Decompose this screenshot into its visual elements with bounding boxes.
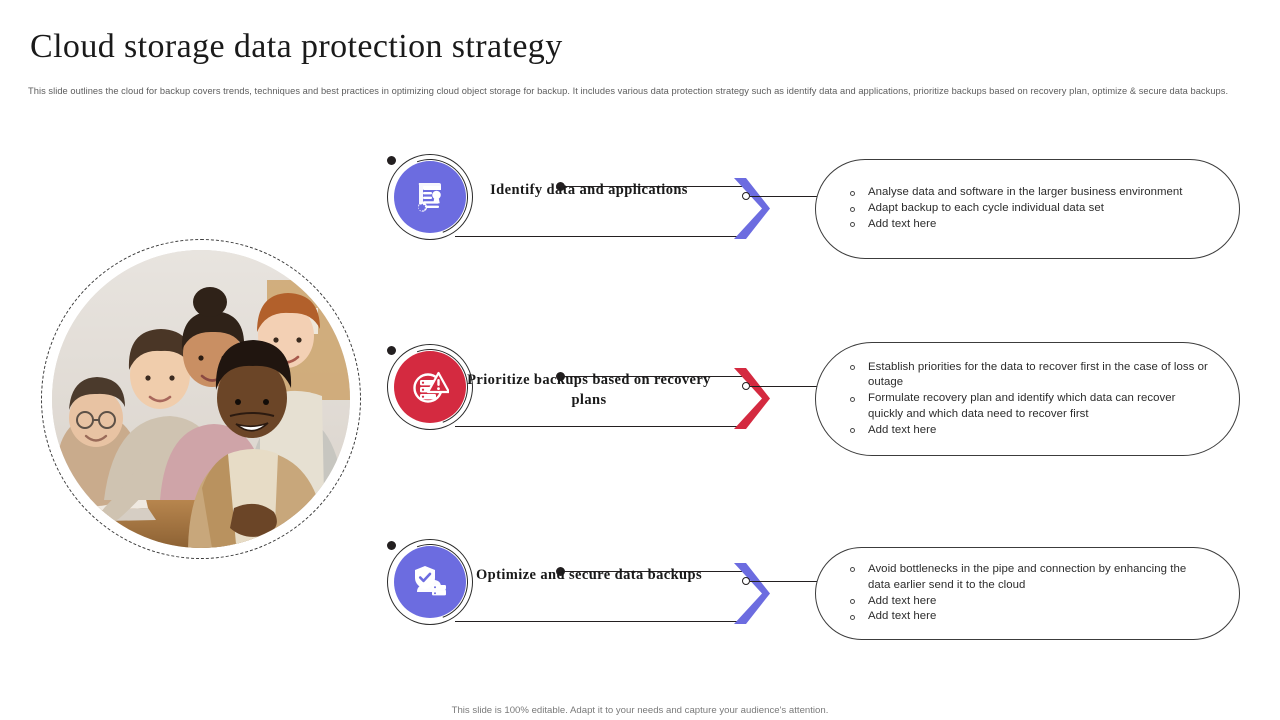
bullet-pill: Establish priorities for the data to rec…	[815, 342, 1245, 456]
bullet-pill: Analyse data and software in the larger …	[815, 159, 1245, 259]
list-item: Formulate recovery plan and identify whi…	[850, 391, 1209, 423]
label-line-dot	[556, 567, 565, 576]
bullet-list: Establish priorities for the data to rec…	[816, 360, 1239, 439]
list-item: Adapt backup to each cycle individual da…	[850, 201, 1209, 217]
label-top-line	[562, 376, 742, 378]
document-certificate-icon	[394, 161, 466, 233]
connector-node	[742, 577, 750, 585]
strategy-row: Prioritize backups based on recovery pla…	[0, 336, 1280, 460]
shield-cloud-server-icon	[394, 546, 466, 618]
bullet-pill: Avoid bottlenecks in the pipe and connec…	[815, 547, 1245, 640]
connector-node	[742, 382, 750, 390]
row-icon-block[interactable]	[379, 531, 481, 633]
page-title: Cloud storage data protection strategy	[30, 28, 563, 65]
footer-note: This slide is 100% editable. Adapt it to…	[451, 705, 829, 716]
connector-line	[750, 385, 818, 387]
list-item: Add text here	[850, 423, 1209, 439]
row-label-block: Prioritize backups based on recovery pla…	[455, 340, 770, 434]
connector-node	[742, 192, 750, 200]
label-bottom-line	[455, 621, 742, 623]
row-label-block: Identify data and applications	[455, 150, 770, 244]
label-top-line	[562, 571, 742, 573]
bullet-list: Avoid bottlenecks in the pipe and connec…	[816, 562, 1239, 625]
icon-outer-ring	[387, 344, 473, 430]
list-item: Add text here	[850, 609, 1209, 625]
slide-description: This slide outlines the cloud for backup…	[28, 86, 1229, 96]
label-bottom-line	[455, 236, 742, 238]
label-line-dot	[556, 182, 565, 191]
strategy-label: Optimize and secure data backups	[475, 567, 703, 583]
icon-accent-dot	[387, 156, 396, 165]
chevron-arrow-icon	[732, 178, 770, 239]
icon-outer-ring	[387, 154, 473, 240]
chevron-arrow-icon	[732, 563, 770, 624]
icon-outer-ring	[387, 539, 473, 625]
dashed-circle-border	[41, 239, 361, 559]
row-icon-block[interactable]	[379, 336, 481, 438]
strategy-label: Prioritize backups based on recovery pla…	[467, 372, 711, 408]
label-line-dot	[556, 372, 565, 381]
strategy-row: Optimize and secure data backups Avoid b…	[0, 531, 1280, 655]
connector-line	[750, 195, 818, 197]
list-item: Analyse data and software in the larger …	[850, 185, 1209, 201]
label-top-line	[562, 186, 742, 188]
label-bottom-line	[455, 426, 742, 428]
chevron-arrow-icon	[732, 368, 770, 429]
list-item: Avoid bottlenecks in the pipe and connec…	[850, 562, 1209, 594]
server-warning-icon	[394, 351, 466, 423]
list-item: Add text here	[850, 217, 1209, 233]
connector-line	[750, 580, 818, 582]
team-photo	[41, 239, 361, 559]
strategy-row: Identify data and applications Analyse d…	[0, 146, 1280, 270]
list-item: Establish priorities for the data to rec…	[850, 360, 1209, 392]
bullet-list: Analyse data and software in the larger …	[816, 185, 1239, 232]
row-icon-block[interactable]	[379, 146, 481, 248]
icon-accent-dot	[387, 346, 396, 355]
strategy-label: Identify data and applications	[490, 182, 688, 198]
icon-accent-dot	[387, 541, 396, 550]
row-label-block: Optimize and secure data backups	[455, 535, 770, 629]
list-item: Add text here	[850, 594, 1209, 610]
